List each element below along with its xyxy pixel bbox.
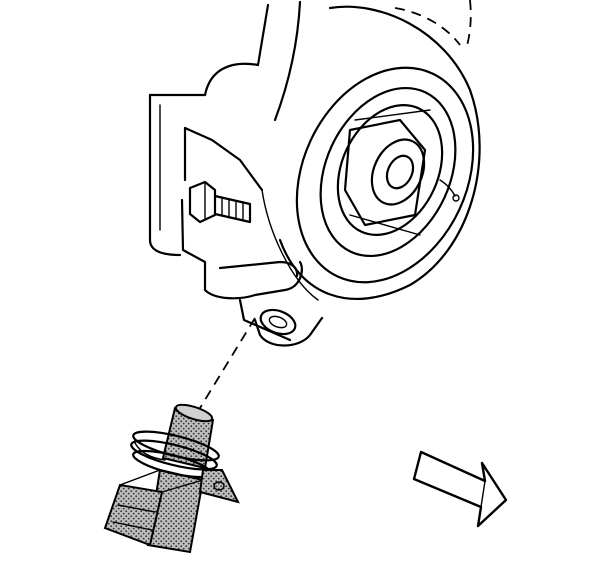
crankshaft-pulley [278, 0, 481, 300]
mounting-bolt [188, 180, 252, 224]
installation-axis-line [199, 317, 256, 409]
crankshaft-position-sensor [103, 403, 215, 554]
engine-block [148, 0, 324, 347]
direction-arrow [412, 450, 508, 528]
sensor-bore [259, 308, 297, 336]
sensor-mounting-tab [198, 469, 240, 504]
